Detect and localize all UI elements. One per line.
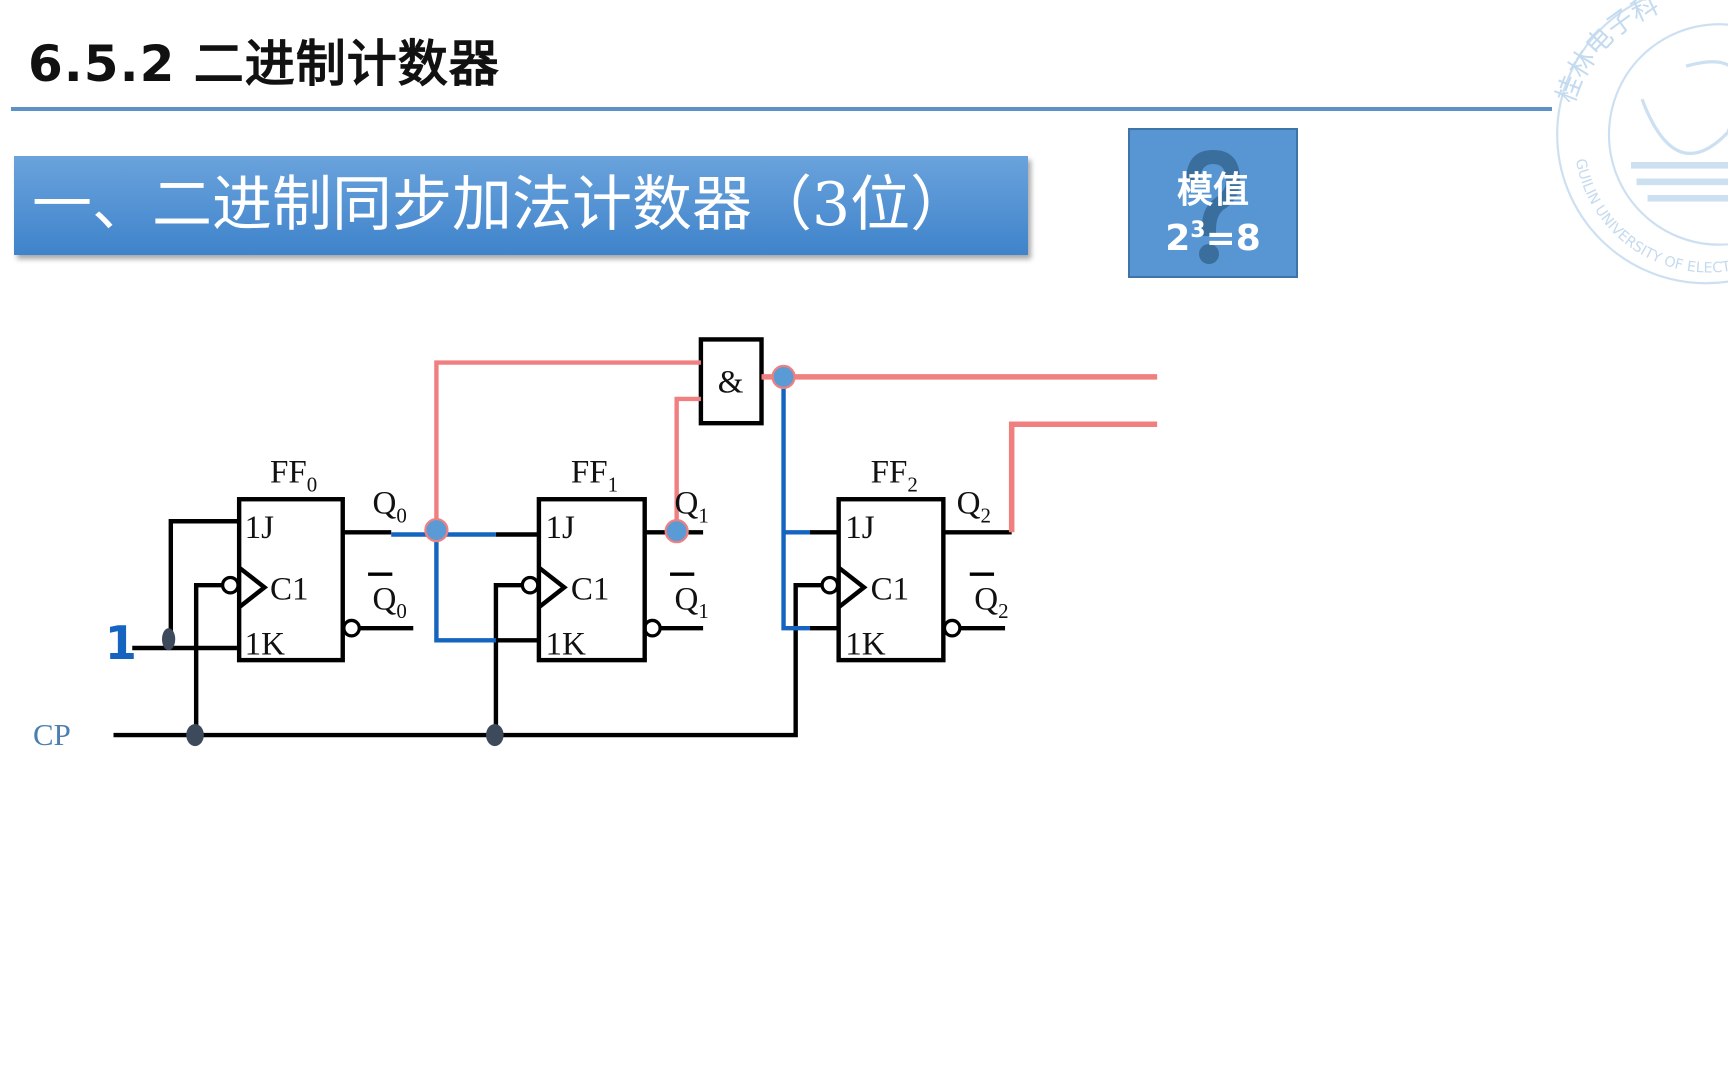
question-mark-icon: [1186, 150, 1240, 264]
seal-cn-text: 桂林电子科: [1551, 0, 1664, 107]
modulus-formula: 23=8: [1130, 218, 1296, 260]
section-banner: 一、二进制同步加法计数器（3位）: [14, 156, 1028, 255]
circuit-wire: [1631, 161, 1728, 202]
circuit-label: C1: [871, 572, 910, 608]
circuit-wire: [186, 724, 204, 747]
modulus-box: 模值 23=8: [1128, 128, 1298, 278]
circuit-label: 1K: [845, 627, 886, 663]
circuit-wire: [424, 517, 449, 543]
modulus-base: 2: [1165, 218, 1191, 259]
circuit-wire: [1186, 150, 1240, 236]
circuit-wire: [237, 565, 269, 609]
circuit-wire: [809, 530, 839, 631]
circuit-label: Q1: [674, 581, 708, 623]
circuit-label: Q: [674, 486, 698, 522]
circuit-wire: [391, 532, 496, 643]
ff0-box: [236, 497, 345, 663]
circuit-wire: [942, 618, 962, 638]
circuit-wire: [674, 396, 701, 532]
logic-one-label: 1: [105, 616, 137, 670]
circuit-label: Q: [372, 486, 396, 522]
circuit-label: FF2: [871, 455, 918, 497]
circuit-wire: [434, 360, 1158, 533]
circuit-label: Q1: [674, 486, 708, 528]
circuit-label: 1J: [546, 510, 576, 546]
university-seal-logo: 桂林电子科 GUILIN UNIVERSITY OF ELECTR: [0, 0, 1728, 285]
circuit-label: FF: [270, 455, 307, 491]
circuit-label: 0: [396, 503, 406, 527]
circuit-label: 2: [907, 473, 917, 497]
circuit-wire: [113, 582, 823, 738]
circuit-wire: [162, 628, 176, 651]
circuit-label: C1: [571, 572, 610, 608]
circuit-wire: [520, 575, 540, 595]
circuit-wire: [1556, 0, 1728, 285]
circuit-wire: [781, 376, 810, 631]
circuit-label: 1K: [245, 627, 286, 663]
circuit-label: Q: [674, 581, 698, 617]
circuit-wire: 桂林电子科: [1551, 0, 1664, 107]
circuit-label: FF0: [270, 455, 317, 497]
circuit-label: Q: [974, 581, 998, 617]
circuit-label: Q0: [372, 581, 406, 623]
circuit-label: 1J: [845, 510, 875, 546]
circuit-label: 1: [698, 599, 708, 623]
circuit-wire: GUILIN UNIVERSITY OF ELECTR: [0, 0, 1728, 277]
circuit-wire: [493, 582, 523, 736]
modulus-exponent: 3: [1190, 218, 1206, 243]
circuit-wire: [342, 618, 361, 638]
ff1-box: [536, 497, 647, 663]
circuit-label: Q2: [957, 486, 991, 528]
seal-en-text: GUILIN UNIVERSITY OF ELECTR: [0, 0, 1728, 277]
circuit-wire: [193, 582, 223, 736]
circuit-wire: [342, 530, 539, 643]
circuit-wire: [434, 360, 701, 531]
circuit-label: Q2: [974, 581, 1008, 623]
circuit-wire: [664, 519, 689, 544]
modulus-result: =8: [1205, 218, 1261, 259]
cp-label: CP: [33, 718, 71, 752]
circuit-label: 2: [980, 503, 990, 527]
circuit-wire: [771, 364, 796, 390]
circuit-label: 1: [698, 503, 708, 527]
circuit-label: 1K: [546, 627, 587, 663]
and-gate: [698, 337, 764, 426]
ff1-labels: FF1 1J C1 1K Q1 Q1: [546, 455, 709, 663]
modulus-label: 模值: [1176, 170, 1249, 211]
circuit-label: Q: [957, 486, 981, 522]
circuit-wire: [1607, 23, 1728, 246]
circuit-wire: [1199, 244, 1219, 264]
circuit-wire: [643, 618, 662, 638]
circuit-wire: [820, 575, 840, 595]
circuit-label: 2: [998, 599, 1008, 623]
circuit-wire: [537, 565, 568, 609]
circuit-wire: [1640, 60, 1728, 156]
circuit-label: 1J: [245, 510, 275, 546]
circuit-label: 1: [608, 473, 618, 497]
circuit-wire: [486, 724, 504, 747]
circuit-label: C1: [270, 572, 309, 608]
circuit-label: 0: [307, 473, 317, 497]
title-divider: [11, 107, 1552, 111]
circuit-label: FF1: [571, 455, 618, 497]
ff2-box: [836, 497, 946, 663]
circuit-wire: [220, 575, 240, 595]
circuit-wire: [837, 565, 868, 609]
circuit-wire: [132, 519, 240, 651]
circuit-label: 0: [396, 599, 406, 623]
ff2-labels: FF2 1J C1 1K Q2 Q2: [845, 455, 1008, 663]
circuit-label: Q: [372, 581, 396, 617]
junction-nodes: [162, 364, 796, 747]
circuit-wire: [113, 337, 1012, 738]
section-heading: 一、二进制同步加法计数器（3位）: [32, 170, 971, 240]
and-gate-label: &: [718, 364, 744, 400]
circuit-label: FF: [871, 455, 908, 491]
page-title: 6.5.2 二进制计数器: [28, 35, 500, 93]
ff0-labels: FF0 1J C1 1K Q0 Q0: [245, 455, 407, 663]
circuit-wire: [1008, 421, 1158, 533]
circuit-label: FF: [571, 455, 608, 491]
circuit-label: Q0: [372, 486, 406, 528]
